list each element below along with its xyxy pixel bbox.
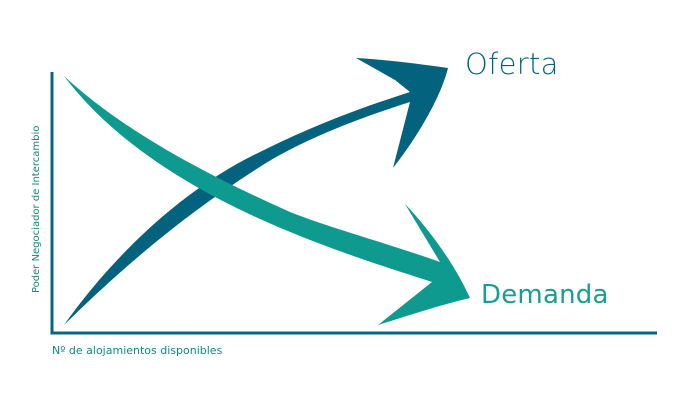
x-axis-label: Nº de alojamientos disponibles [52, 344, 223, 357]
demanda-label: Demanda [481, 280, 609, 310]
demanda-arrow [64, 76, 470, 325]
oferta-label: Oferta [465, 47, 559, 81]
y-axis-label: Poder Negociador de Intercambio [31, 125, 42, 293]
oferta-arrow [64, 58, 448, 325]
